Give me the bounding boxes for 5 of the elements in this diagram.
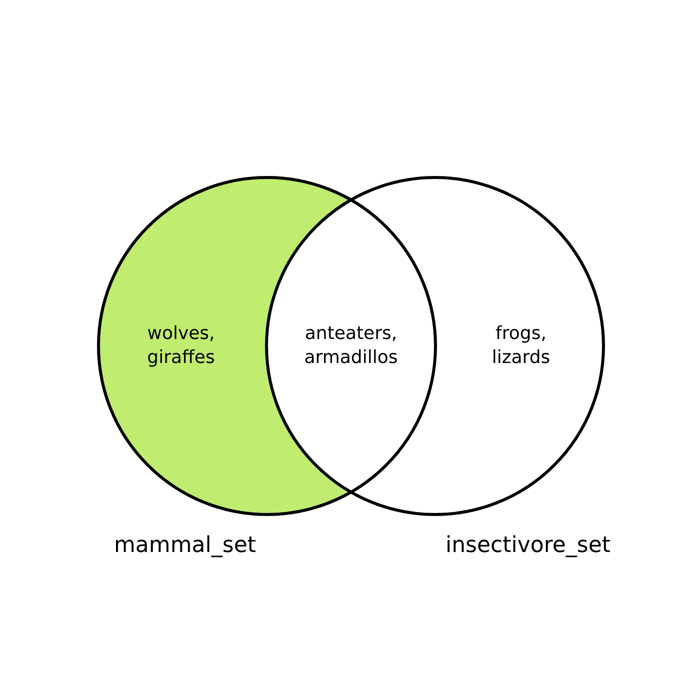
region-text: wolves, giraffes [146,322,216,370]
set-name: insectivore_set [444,532,612,560]
set-name: mammal_set [113,532,257,560]
region-text: anteaters, armadillos [303,322,399,370]
region-text: frogs, lizards [490,322,552,370]
